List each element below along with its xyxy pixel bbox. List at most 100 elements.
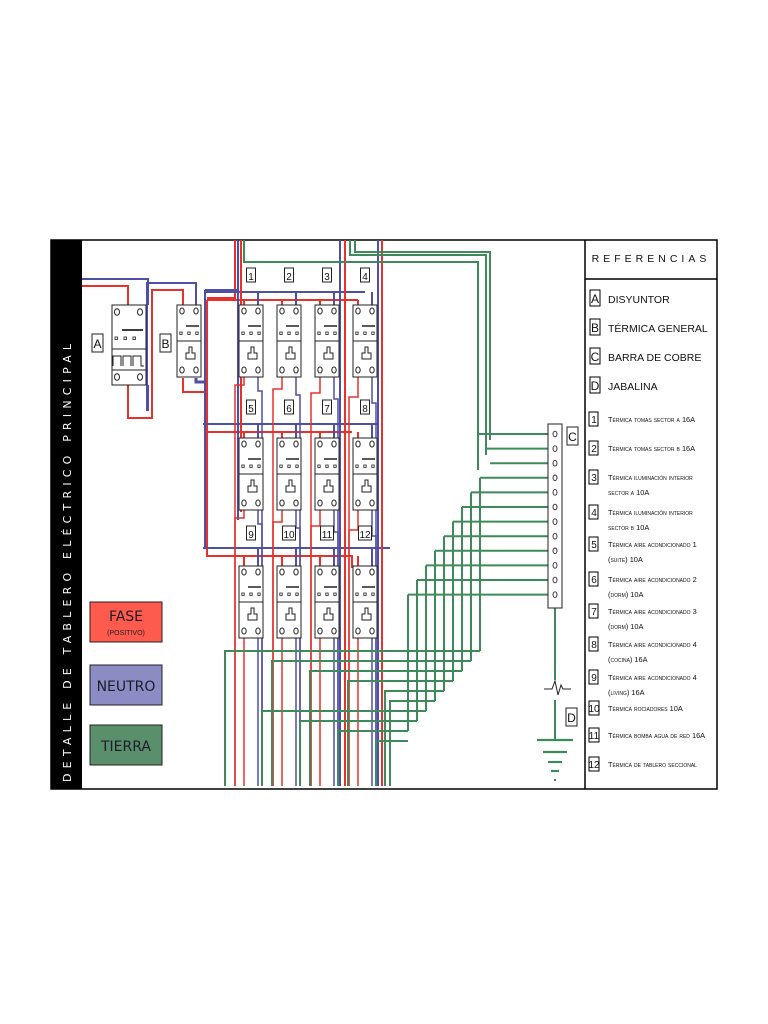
bar-terminal [552, 430, 558, 438]
terminal [355, 499, 361, 507]
reference-code: 4 [591, 508, 597, 519]
terminal [241, 568, 247, 576]
terminal [255, 440, 261, 448]
label-A: A [93, 337, 101, 351]
label-C: C [568, 430, 577, 444]
reference-label: Térmica iluminación interior [608, 473, 693, 482]
breaker-number-box [322, 399, 332, 415]
breaker-number: 1 [248, 272, 254, 283]
reference-code: 8 [591, 640, 597, 651]
reference-code: 1 [591, 415, 597, 426]
reference-code-box [588, 411, 599, 427]
references-title: REFERENCIAS [592, 253, 711, 265]
fase-bus [207, 240, 236, 299]
switch-symbol [185, 346, 196, 360]
reference-label: Térmica tomas sector b 16A [608, 444, 695, 453]
reference-label: sector a 10A [608, 488, 649, 497]
reference-label: Térmica tomas sector a 16A [608, 415, 695, 424]
breaker-number-box [320, 525, 334, 541]
label-B: B [161, 337, 169, 351]
reference-code: 7 [591, 607, 597, 618]
terminal [317, 627, 323, 635]
title-sidebar [51, 240, 82, 789]
tierra-wire [271, 660, 471, 786]
switch-symbol [323, 479, 334, 493]
terminal [179, 366, 185, 374]
legend-swatch-tierra [89, 724, 163, 766]
breaker-number: 2 [286, 272, 292, 283]
reference-code-box [588, 700, 600, 716]
terminal [279, 307, 285, 315]
switch-symbol [247, 479, 258, 493]
terminal [255, 366, 261, 374]
breaker-number-box [358, 525, 372, 541]
fase-wire [272, 506, 283, 786]
tierra-wire [261, 710, 426, 786]
fase-wire [82, 285, 129, 305]
switch-symbol [361, 607, 372, 621]
terminal [241, 366, 247, 374]
copper-bar [547, 423, 563, 609]
legend-label-tierra: TIERRA [100, 739, 151, 755]
breaker-number: 4 [362, 272, 368, 283]
reference-code-box [588, 440, 599, 456]
reference-label: Térmica aire acondicionado 2 [608, 575, 697, 584]
terminal [279, 440, 285, 448]
reference-code-box [588, 636, 599, 652]
reference-code-box [588, 727, 600, 743]
terminal [255, 627, 261, 635]
breaker-number-box [360, 399, 370, 415]
tierra-wire [224, 650, 480, 786]
reference-label: Térmica aire acondicionado 1 [608, 540, 697, 549]
terminal [137, 308, 143, 316]
breaker-body [111, 304, 147, 386]
terminal [293, 499, 299, 507]
breaker-number: 12 [359, 530, 371, 541]
breaker-number: 10 [283, 530, 295, 541]
tierra-wire [337, 730, 408, 786]
tierra-wire [309, 670, 462, 786]
disyuntor-A [111, 304, 147, 386]
reference-label: Térmica aire acondicionado 3 [608, 607, 697, 616]
neutro-wire [257, 506, 263, 786]
legend: FASE (POSITIVO) NEUTRO TIERRA [89, 601, 163, 766]
terminal [331, 307, 337, 315]
bar-terminal [552, 562, 558, 569]
wiring [82, 240, 556, 786]
switch-symbol [323, 607, 334, 621]
breaker-number-box [284, 399, 294, 415]
breaker-number: 9 [248, 530, 254, 541]
reference-label: (cocina) 16A [608, 655, 648, 664]
tierra-wire [354, 240, 491, 440]
terminal [241, 440, 247, 448]
bar-terminal [552, 518, 558, 525]
terminal [369, 307, 375, 315]
termica-general-B [176, 304, 202, 378]
terminal [137, 373, 143, 381]
label-box [566, 426, 579, 446]
legend-sublabel-fase: (POSITIVO) [107, 630, 145, 637]
breaker-number: 5 [248, 404, 254, 415]
switch-symbol [112, 355, 144, 367]
neutro-wire [194, 378, 205, 384]
breaker-number-box [360, 267, 370, 283]
legend-label-fase: FASE [109, 609, 143, 625]
bar-terminal [552, 532, 558, 540]
terminal [317, 499, 323, 507]
terminal [331, 366, 337, 374]
tierra-wire [347, 680, 453, 786]
terminal [179, 307, 185, 315]
breaker-8 [352, 437, 378, 511]
terminal [331, 440, 337, 448]
breaker-number: 8 [362, 404, 368, 415]
switch-symbol [361, 346, 372, 360]
bar-terminal [552, 503, 558, 511]
terminal [317, 440, 323, 448]
legend-label-neutro: NEUTRO [97, 679, 156, 695]
fase-wire [310, 506, 321, 786]
terminal [293, 440, 299, 448]
terminal [355, 307, 361, 315]
fase-wire [182, 378, 207, 393]
reference-code-box [588, 469, 599, 485]
switch-symbol [285, 346, 296, 360]
